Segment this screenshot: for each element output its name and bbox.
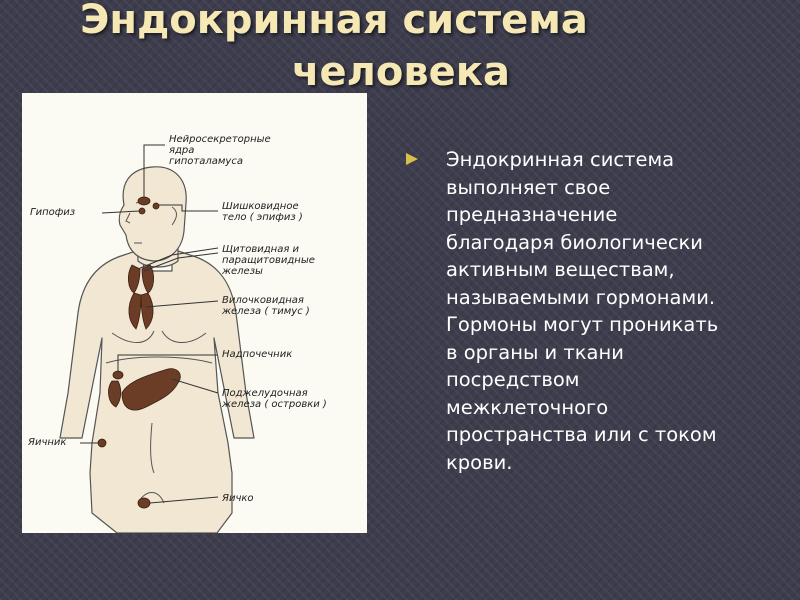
label-adrenal-gland: Надпочечник xyxy=(222,349,292,360)
slide-title-line-1: Эндокринная система xyxy=(80,0,588,40)
label-pineal-gland: Шишковидное тело ( эпифиз ) xyxy=(222,201,303,223)
pineal-gland-mark xyxy=(153,203,159,209)
body-text: Эндокринная система выполняет свое предн… xyxy=(446,146,796,476)
slide-title-line-2: человека xyxy=(292,52,510,92)
label-neurosecretory-nuclei: Нейросекреторные ядра гипоталамуса xyxy=(169,134,271,167)
label-ovary: Яичник xyxy=(28,437,66,448)
label-thyroid: Щитовидная и паращитовидные железы xyxy=(222,244,315,277)
testis-mark xyxy=(138,498,150,508)
label-pituitary: Гипофиз xyxy=(30,207,75,218)
triangle-bullet-icon xyxy=(405,152,419,166)
label-thymus: Вилочковидная железа ( тимус ) xyxy=(222,295,310,317)
label-pancreas: Поджелудочная железа ( островки ) xyxy=(222,388,327,410)
label-testis: Яичко xyxy=(222,493,254,504)
hypothalamus-mark xyxy=(138,197,150,205)
ovary-mark xyxy=(98,439,106,447)
endocrine-system-diagram: Нейросекреторные ядра гипоталамуса Шишко… xyxy=(22,93,367,533)
